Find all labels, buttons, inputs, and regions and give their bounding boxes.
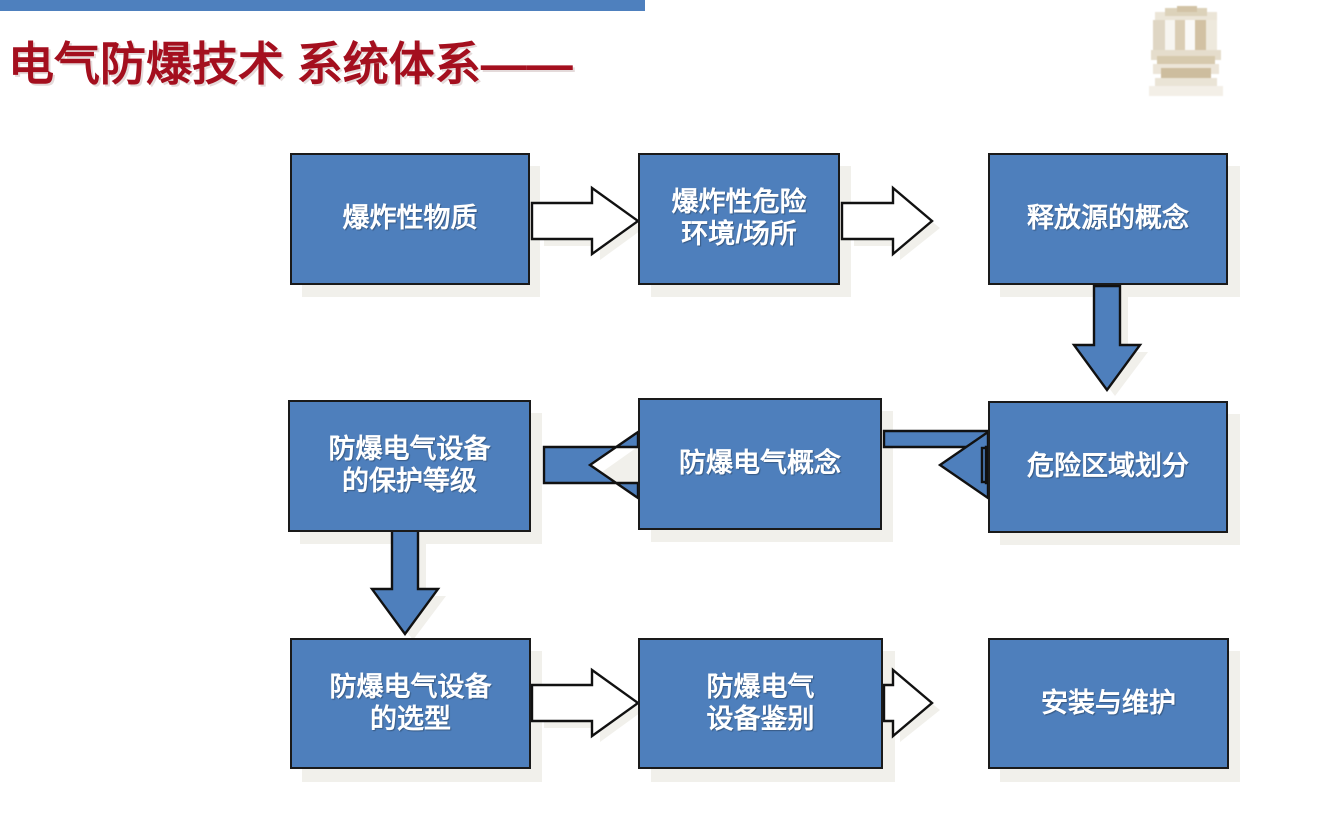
flow-node-label: 爆炸性危险 环境/场所 xyxy=(671,187,807,249)
flow-node-n6[interactable]: 防爆电气设备 的保护等级 xyxy=(288,400,531,532)
flow-node-n4[interactable]: 危险区域划分 xyxy=(988,401,1228,533)
arrow-n8-n9 xyxy=(882,667,934,739)
flow-node-n5[interactable]: 防爆电气概念 xyxy=(638,398,882,530)
arrow-n1-n2 xyxy=(530,185,641,257)
flow-node-n9[interactable]: 安装与维护 xyxy=(988,638,1229,769)
flow-node-label: 释放源的概念 xyxy=(1027,203,1189,234)
flow-node-label: 防爆电气设备 的选型 xyxy=(329,671,492,734)
arrow-n3-n4 xyxy=(1071,284,1143,393)
arrow-n6-n7 xyxy=(369,526,441,637)
flow-node-n3[interactable]: 释放源的概念 xyxy=(988,153,1228,285)
flow-node-label: 防爆电气 设备鉴别 xyxy=(706,671,815,734)
flow-node-label: 防爆电气设备 的保护等级 xyxy=(328,434,491,496)
arrow-n7-n8 xyxy=(530,667,641,739)
flow-node-label: 危险区域划分 xyxy=(1027,451,1189,482)
flow-node-n2[interactable]: 爆炸性危险 环境/场所 xyxy=(638,153,840,285)
company-logo-icon xyxy=(1149,6,1223,96)
flow-node-n1[interactable]: 爆炸性物质 xyxy=(290,153,530,285)
flow-node-label: 安装与维护 xyxy=(1041,687,1176,718)
page-title: 电气防爆技术 系统体系—— xyxy=(8,38,573,90)
flow-node-n7[interactable]: 防爆电气设备 的选型 xyxy=(290,638,531,769)
header-accent-bar xyxy=(0,0,645,11)
flow-node-n8[interactable]: 防爆电气 设备鉴别 xyxy=(638,638,883,769)
flow-node-label: 爆炸性物质 xyxy=(342,203,478,234)
arrow-n5-n6 xyxy=(542,429,640,501)
arrow-n2-n3 xyxy=(840,185,934,257)
flow-node-label: 防爆电气概念 xyxy=(679,448,841,479)
